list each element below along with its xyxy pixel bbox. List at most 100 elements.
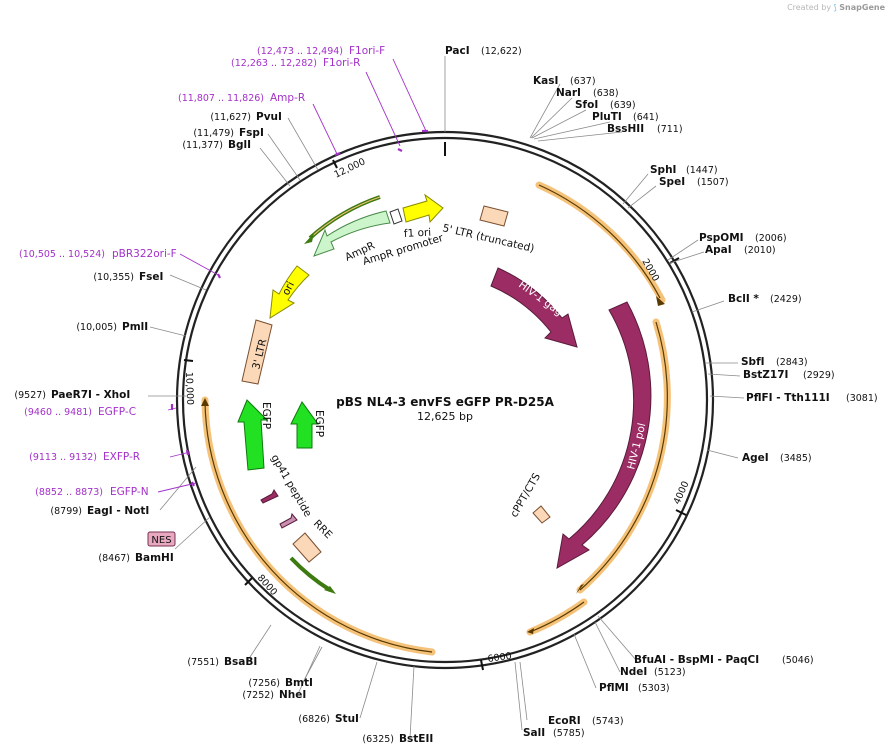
- enzyme-bcli[interactable]: BclI *(2429): [728, 293, 802, 305]
- enzyme-pflmi[interactable]: PflMI(5303): [599, 682, 670, 694]
- svg-text:(638): (638): [593, 88, 619, 99]
- svg-text:SbfI: SbfI: [741, 356, 765, 368]
- svg-text:(7551): (7551): [187, 657, 219, 668]
- feature-3ltr: 3' LTR: [241, 319, 273, 385]
- svg-text:(10,355): (10,355): [93, 272, 134, 283]
- svg-text:BstEII: BstEII: [399, 733, 433, 745]
- orf-arrowhead-pol: [576, 584, 584, 594]
- feature-gp41-peptide: gp41 peptide: [260, 453, 314, 529]
- 5ltr-label: 5' LTR (truncated): [441, 222, 535, 255]
- enzyme-pmli[interactable]: (10,005)PmlI: [76, 321, 148, 333]
- enzyme-nhei[interactable]: (7252)NheI: [242, 689, 306, 701]
- svg-text:(11,627): (11,627): [210, 112, 251, 123]
- svg-text:BglI: BglI: [228, 139, 251, 151]
- svg-text:(3485): (3485): [780, 453, 812, 464]
- primer-pbr322ori-f[interactable]: (10,505 .. 10,524)pBR322ori-F: [19, 248, 177, 260]
- svg-text:(637): (637): [570, 76, 596, 87]
- top-green-arrowhead: [304, 233, 314, 244]
- feature-nes: NES: [147, 531, 176, 547]
- enzyme-pluti[interactable]: PluTI(641): [592, 111, 659, 123]
- enzyme-bfuai[interactable]: BfuAI - BspMI - PaqCI(5046): [634, 654, 814, 666]
- svg-text:BfuAI - BspMI - PaqCI: BfuAI - BspMI - PaqCI: [634, 654, 759, 666]
- nes-box: [147, 531, 176, 547]
- enzyme-sphi[interactable]: SphI(1447): [650, 164, 718, 176]
- feature-egfp-inner: EGFP: [290, 401, 325, 449]
- svg-text:EGFP-N: EGFP-N: [110, 486, 149, 498]
- svg-text:EcoRI: EcoRI: [548, 715, 581, 727]
- orf-arc-pol: [576, 318, 671, 594]
- egfp-outer-label: EGFP: [260, 402, 272, 429]
- svg-text:Amp-R: Amp-R: [270, 92, 305, 104]
- orf-arrowheads: [201, 296, 665, 634]
- enzyme-pspomi[interactable]: PspOMI(2006): [699, 232, 787, 244]
- enzyme-sbfi[interactable]: SbfI(2843): [741, 356, 808, 368]
- svg-text:FseI: FseI: [139, 271, 163, 283]
- primer-f1ori-r[interactable]: (12,263 .. 12,282)F1ori-R: [231, 57, 360, 69]
- hiv-pol-arrow: [556, 301, 652, 569]
- primer-f1ori-f[interactable]: (12,473 .. 12,494)F1ori-F: [257, 45, 385, 57]
- enzyme-agei[interactable]: AgeI(3485): [742, 452, 812, 464]
- enzyme-paer7i[interactable]: (9527) PaeR7I - XhoI: [14, 389, 130, 401]
- enzyme-kasi[interactable]: KasI (637): [533, 75, 596, 87]
- feature-rre: RRE: [289, 518, 336, 594]
- svg-text:(639): (639): [610, 100, 636, 111]
- svg-text:(12,263 .. 12,282): (12,263 .. 12,282): [231, 58, 317, 69]
- backbone-inner: [181, 136, 709, 664]
- enzyme-sfoi[interactable]: SfoI(639): [575, 99, 636, 111]
- enzyme-pflfi[interactable]: PflFI - Tth111I (3081): [746, 392, 878, 404]
- enzyme-leaders: [148, 56, 745, 739]
- svg-text:PspOMI: PspOMI: [699, 232, 744, 244]
- enzyme-bsabi[interactable]: (7551)BsaBI: [187, 656, 257, 668]
- enzyme-stui[interactable]: (6826)StuI: [298, 713, 359, 725]
- svg-text:(3081): (3081): [846, 393, 878, 404]
- f1-ori-label: f1 ori: [404, 227, 432, 240]
- svg-text:pBR322ori-F: pBR322ori-F: [112, 248, 177, 260]
- svg-text:(5743): (5743): [592, 716, 624, 727]
- enzyme-spei[interactable]: SpeI(1507): [659, 176, 729, 188]
- primer-amp-r[interactable]: (11,807 .. 11,826)Amp-R: [178, 92, 305, 104]
- svg-text:PflFI - Tth111I: PflFI - Tth111I: [746, 392, 830, 404]
- gp41-arrow-2: [279, 512, 298, 529]
- enzyme-nari[interactable]: NarI (638): [556, 87, 619, 99]
- feature-f1-ori: f1 ori: [402, 193, 444, 240]
- enzyme-bsteii[interactable]: (6325)BstEII: [362, 733, 433, 745]
- primer-exfp-r[interactable]: (9113 .. 9132)EXFP-R: [29, 451, 140, 463]
- svg-text:NdeI: NdeI: [620, 666, 647, 678]
- enzyme-bmti[interactable]: (7256)BmtI: [248, 677, 312, 689]
- enzyme-eagi[interactable]: (8799)EagI - NotI: [50, 505, 149, 517]
- enzyme-fspi[interactable]: (11,479)FspI: [193, 127, 264, 139]
- enzyme-bgli[interactable]: (11,377)BglI: [182, 139, 251, 151]
- enzyme-ecori[interactable]: EcoRI (5743): [548, 715, 624, 727]
- enzyme-paci[interactable]: PacI(12,622): [445, 45, 522, 57]
- enzyme-bsshii[interactable]: BssHII(711): [607, 123, 683, 135]
- rre-green-arrowhead: [324, 586, 336, 594]
- svg-text:(6826): (6826): [298, 714, 330, 725]
- primer-egfp-c[interactable]: (9460 .. 9481)EGFP-C: [24, 406, 136, 418]
- svg-text:KasI: KasI: [533, 75, 558, 87]
- svg-text:SpeI: SpeI: [659, 176, 685, 188]
- svg-text:PflMI: PflMI: [599, 682, 629, 694]
- svg-text:NarI: NarI: [556, 87, 581, 99]
- svg-text:BamHI: BamHI: [135, 552, 174, 564]
- enzyme-ndei[interactable]: NdeI(5123): [620, 666, 686, 678]
- svg-text:(9527): (9527): [14, 390, 46, 401]
- enzyme-apai[interactable]: ApaI(2010): [705, 244, 776, 256]
- svg-text:SalI: SalI: [523, 727, 545, 739]
- tick-4000: 4000: [672, 480, 692, 507]
- svg-text:(8852 .. 8873): (8852 .. 8873): [35, 487, 103, 498]
- snapgene-logo-icon: ⟆: [833, 3, 837, 12]
- primer-egfp-n[interactable]: (8852 .. 8873) EGFP-N: [35, 486, 148, 498]
- feature-5ltr: 5' LTR (truncated): [441, 205, 535, 255]
- enzyme-bamhi[interactable]: (8467)BamHI: [98, 552, 173, 564]
- enzyme-fsei[interactable]: (10,355) FseI: [93, 271, 163, 283]
- enzyme-sali[interactable]: SalI(5785): [523, 727, 585, 739]
- svg-text:SphI: SphI: [650, 164, 676, 176]
- enzyme-bstz17i[interactable]: BstZ17I(2929): [743, 369, 835, 381]
- enzyme-labels: PacI(12,622) KasI (637) NarI (638) SfoI(63…: [445, 45, 878, 739]
- credit-text: Created by: [787, 3, 832, 12]
- tick-6000: 6000: [487, 651, 512, 665]
- svg-text:PaeR7I - XhoI: PaeR7I - XhoI: [51, 389, 130, 401]
- svg-text:BclI *: BclI *: [728, 293, 759, 305]
- orf-arrowhead-env: [201, 398, 209, 406]
- enzyme-pvui[interactable]: (11,627)PvuI: [210, 111, 282, 123]
